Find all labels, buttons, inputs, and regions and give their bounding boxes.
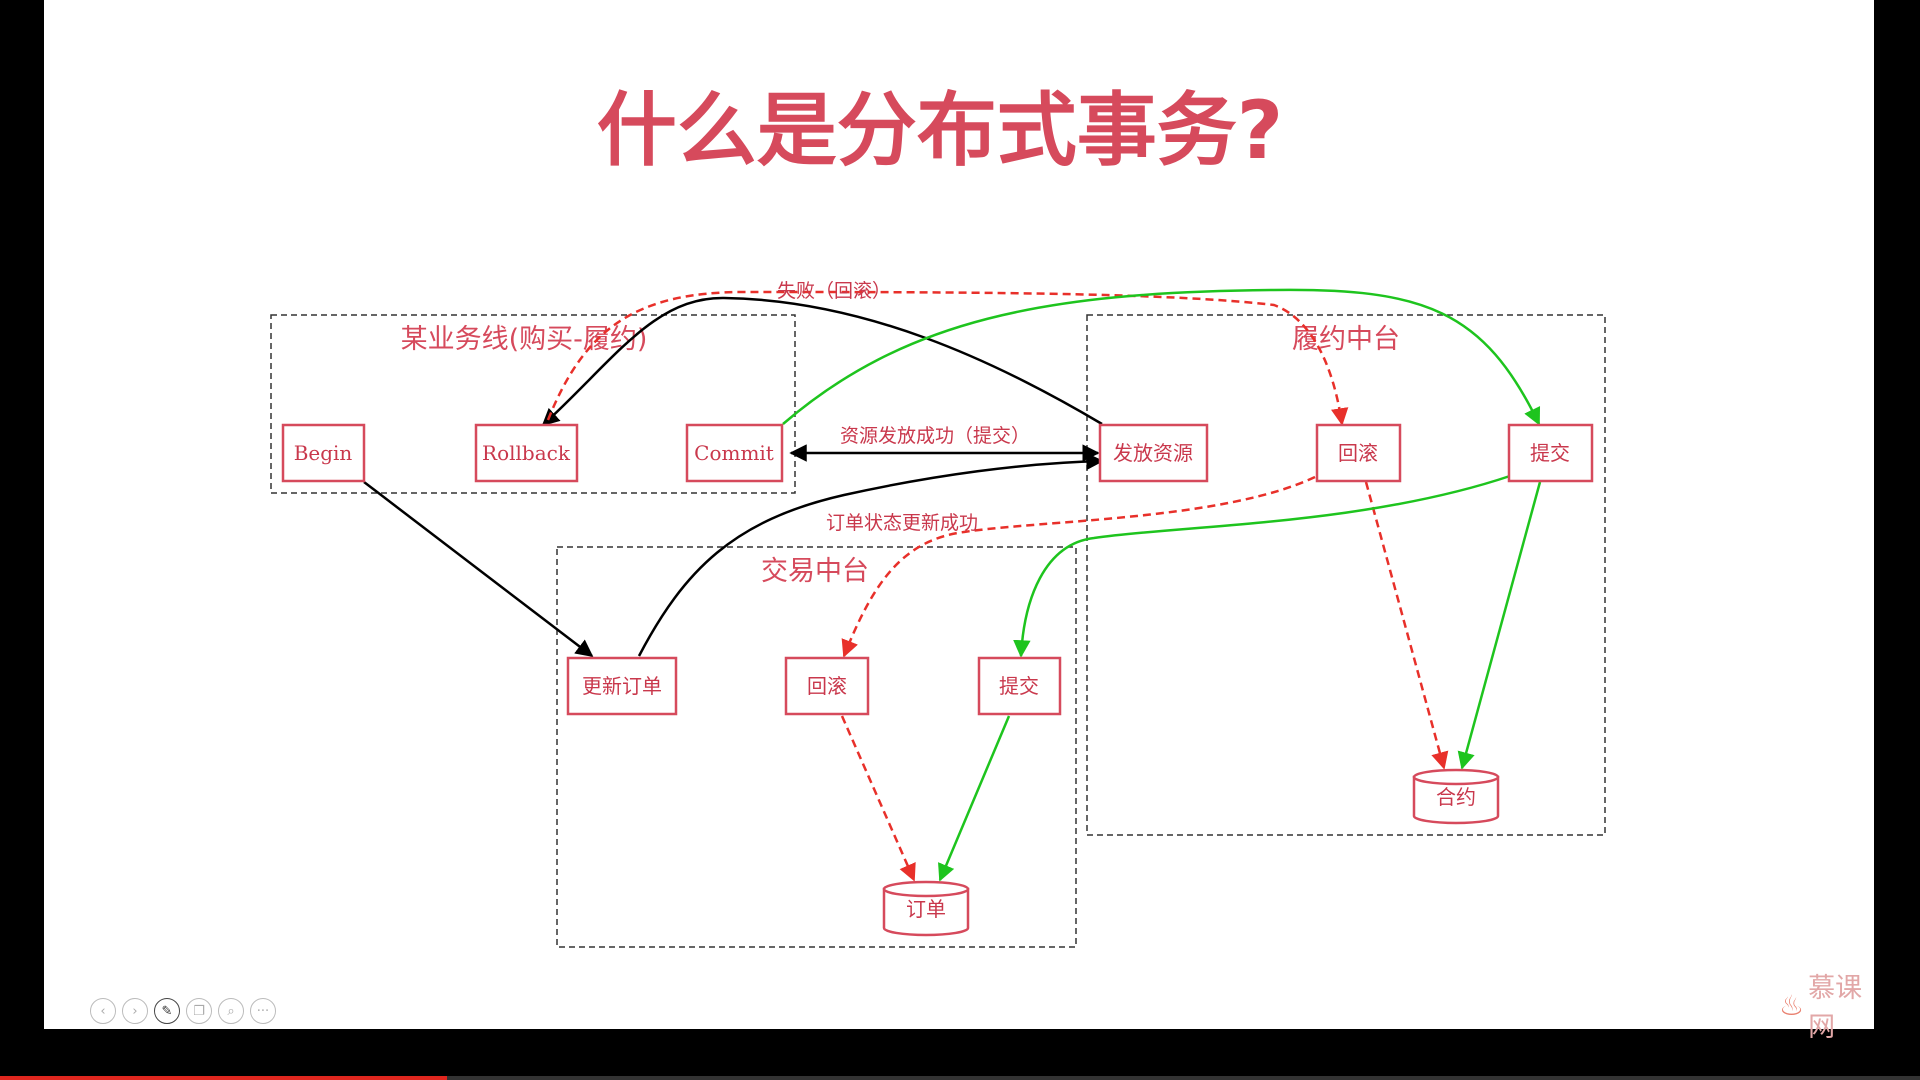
diagram: 什么是分布式事务? 某业务线(购买-履约) 履约中台 交易中台 失败（回滚） 资… [270,84,1606,948]
svg-text:发放资源: 发放资源 [1113,441,1193,465]
svg-text:Begin: Begin [294,441,353,465]
group-fulfillment-platform [1086,314,1606,836]
svg-text:提交: 提交 [1530,441,1570,465]
node-trade-commit: 提交 [977,656,1062,716]
flame-icon: ♨ [1779,988,1805,1022]
video-progress-fill [0,1076,448,1080]
edge-label-order-update-success: 订单状态更新成功 [826,512,978,534]
presentation-toolbar: ‹ › ✎ ❐ ⌕ ··· [90,998,276,1026]
node-contract-db: 合约 [1412,768,1500,825]
svg-text:订单: 订单 [906,897,946,921]
edge-fulfill-rollback-to-trade-rollback [841,475,1316,658]
slide: 什么是分布式事务? 某业务线(购买-履约) 履约中台 交易中台 失败（回滚） 资… [44,0,1874,1043]
node-issue-resource: 发放资源 [1098,423,1209,483]
svg-text:更新订单: 更新订单 [582,674,662,698]
edge-fail-rollback [546,290,1349,426]
edge-label-resource-success: 资源发放成功（提交） [840,425,1030,447]
group-trade-label: 交易中台 [761,556,869,587]
brand-name: 慕课网 [1808,973,1863,1043]
edge-update-order-to-issue [637,452,1104,657]
svg-text:回滚: 回滚 [1338,441,1378,465]
node-commit: Commit [685,423,784,483]
group-business-label: 某业务线(购买-履约) [401,324,648,355]
edge-begin-to-update-order [363,481,594,658]
svg-text:提交: 提交 [999,674,1039,698]
node-fulfill-commit: 提交 [1507,423,1594,483]
edge-fulfill-commit-to-contract [1457,481,1542,770]
video-progress-bar[interactable] [0,1076,1920,1080]
edge-label-fail-rollback: 失败（回滚） [777,280,891,302]
svg-text:合约: 合约 [1436,785,1476,809]
node-fulfill-rollback: 回滚 [1315,423,1402,483]
group-trade-platform [556,546,1077,948]
svg-text:Rollback: Rollback [482,441,571,465]
node-begin: Begin [281,423,366,483]
more-icon[interactable]: ··· [250,998,276,1024]
node-rollback: Rollback [474,423,579,483]
copy-icon[interactable]: ❐ [186,998,212,1024]
edge-trade-rollback-to-order [840,715,916,882]
svg-text:回滚: 回滚 [807,674,847,698]
slide-title: 什么是分布式事务? [597,84,1283,177]
node-order-db: 订单 [882,880,970,937]
edge-commit-to-fulfill-commit [782,288,1541,426]
node-update-order: 更新订单 [566,656,678,716]
zoom-icon[interactable]: ⌕ [218,998,244,1024]
node-trade-rollback: 回滚 [784,656,870,716]
edge-trade-commit-to-order [938,715,1011,882]
edge-fulfill-commit-to-trade-commit [1013,474,1511,658]
pen-icon[interactable]: ✎ [154,998,180,1024]
next-slide-icon[interactable]: › [122,998,148,1024]
edge-issue-to-rollback [541,296,1103,427]
group-business-line [270,314,796,494]
brand-logo: ♨ 慕课网 [1779,973,1874,1043]
prev-slide-icon[interactable]: ‹ [90,998,116,1024]
group-fulfillment-label: 履约中台 [1292,324,1400,355]
edge-fulfill-rollback-to-contract [1364,481,1449,770]
svg-text:Commit: Commit [694,441,774,465]
